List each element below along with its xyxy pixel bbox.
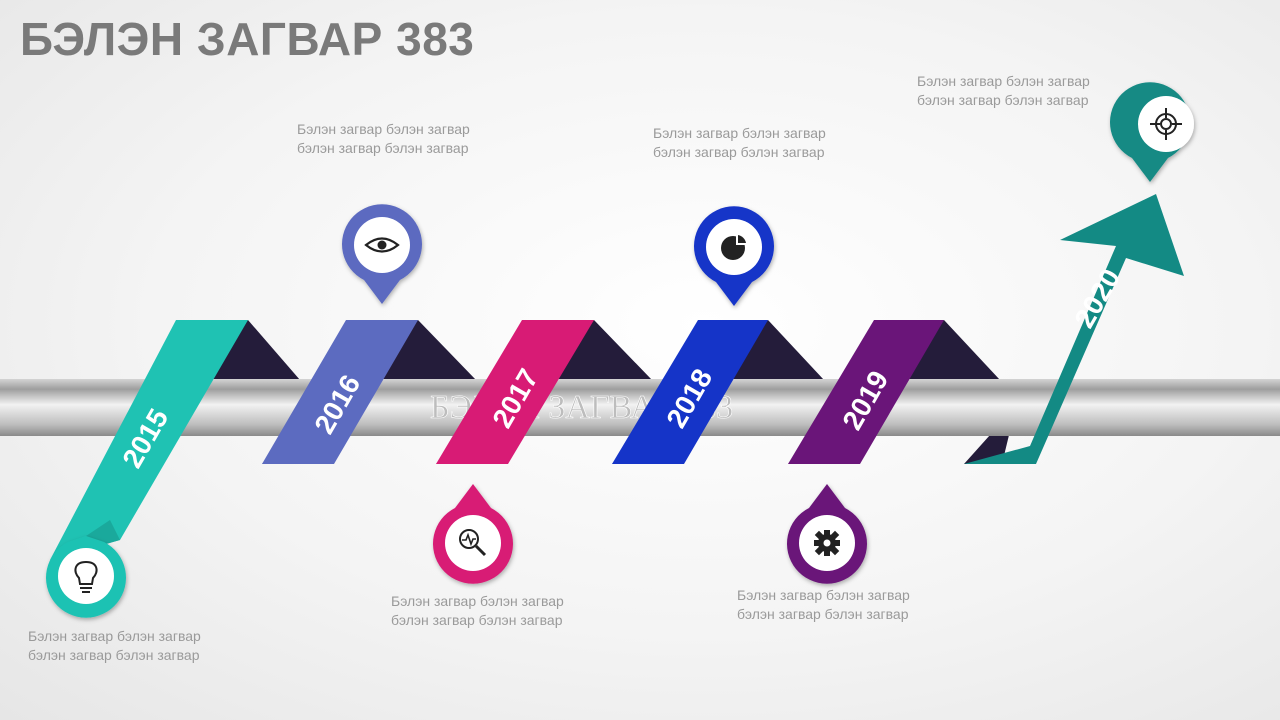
ribbon-2020-arrow bbox=[964, 194, 1184, 464]
ribbon-2015 bbox=[50, 320, 248, 560]
ribbon-2017 bbox=[436, 320, 594, 464]
ribbon-segments bbox=[50, 194, 1184, 560]
pin-2017 bbox=[433, 484, 514, 584]
ribbon-fold-top bbox=[548, 320, 652, 380]
pin-2020-face bbox=[1138, 96, 1194, 152]
ribbon-fold-top bbox=[898, 320, 1000, 380]
milestone-2015-text: Бэлэн загвар бэлэн загвар бэлэн загвар б… bbox=[28, 628, 201, 663]
pin-2015 bbox=[46, 536, 126, 618]
ribbon-2019 bbox=[788, 320, 944, 464]
pin-2016 bbox=[342, 204, 422, 304]
milestone-2016-text: Бэлэн загвар бэлэн загвар бэлэн загвар б… bbox=[297, 121, 470, 156]
page-title: БЭЛЭН ЗАГВАР 383 bbox=[20, 13, 475, 65]
lightbulb-icon bbox=[74, 560, 98, 593]
pin-2015-face bbox=[58, 548, 114, 604]
pie-chart-icon bbox=[721, 233, 748, 260]
pin-2017-face bbox=[445, 515, 501, 571]
milestone-2017-text: Бэлэн загвар бэлэн загвар бэлэн загвар б… bbox=[391, 593, 564, 628]
search-analytics-icon bbox=[459, 529, 487, 557]
milestone-2020-text: Бэлэн загвар бэлэн загвар бэлэн загвар б… bbox=[917, 73, 1090, 108]
milestone-2018-text: Бэлэн загвар бэлэн загвар бэлэн загвар б… bbox=[653, 125, 826, 160]
ribbon-2018 bbox=[612, 320, 768, 464]
milestone-2019-text: Бэлэн загвар бэлэн загвар бэлэн загвар б… bbox=[737, 587, 910, 622]
eye-icon bbox=[364, 237, 400, 253]
ribbon-fold-top bbox=[370, 320, 476, 380]
target-icon bbox=[1150, 108, 1182, 140]
ribbon-fold-top bbox=[196, 320, 300, 380]
gear-icon bbox=[814, 530, 840, 556]
pin-2020 bbox=[1110, 82, 1194, 182]
ribbon-2016 bbox=[262, 320, 418, 464]
ribbon-fold-top bbox=[722, 320, 824, 380]
